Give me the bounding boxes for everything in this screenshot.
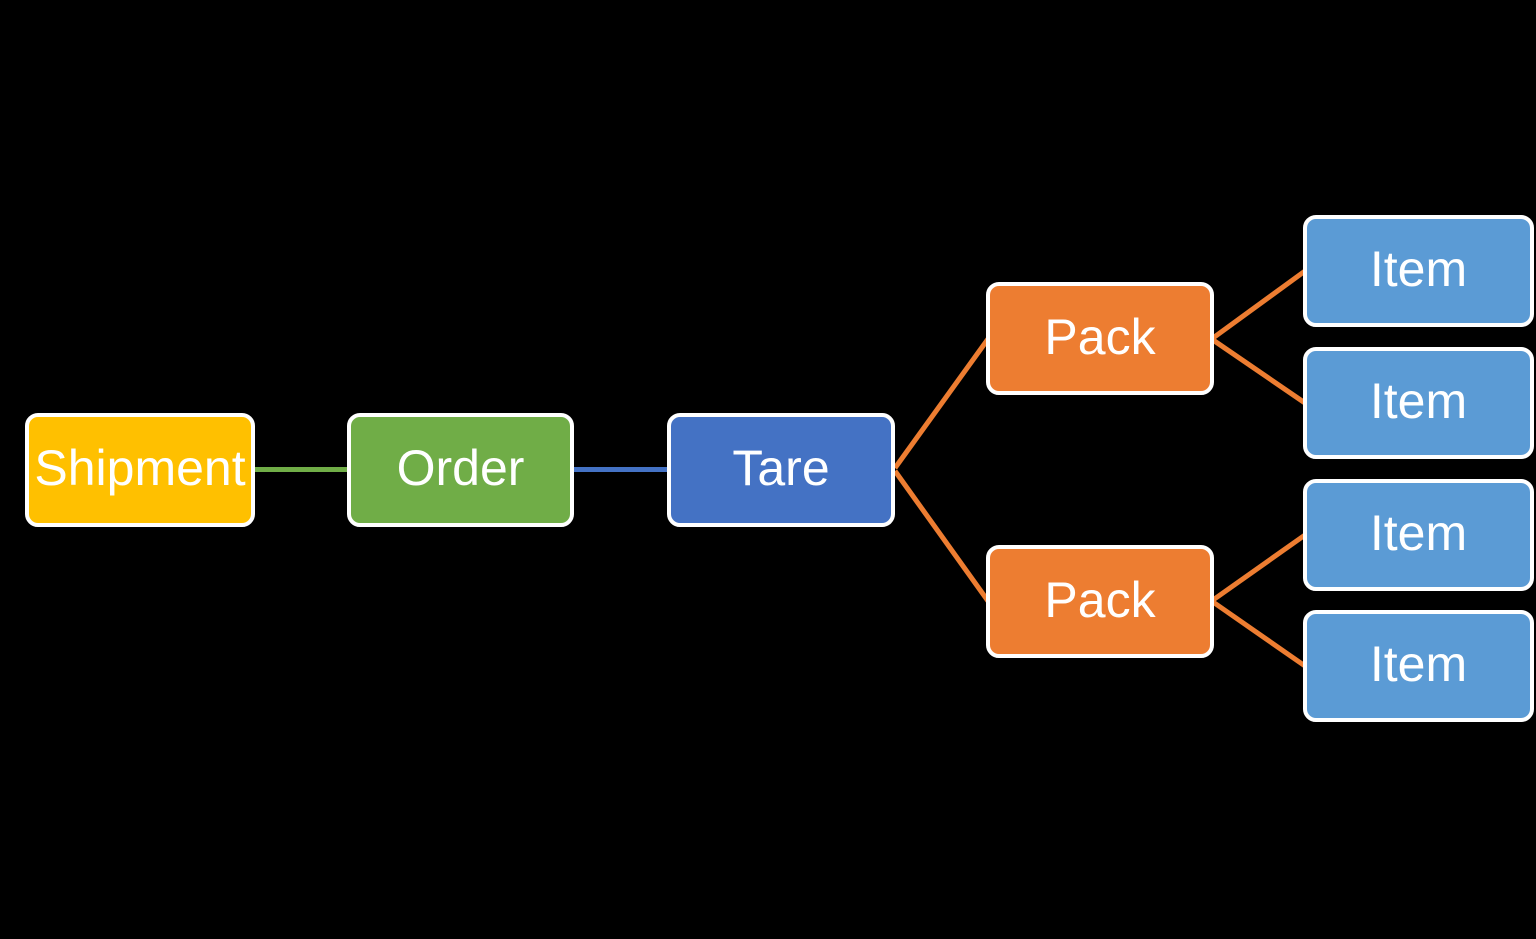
node-order-label: Order bbox=[396, 440, 525, 496]
node-item-2-label: Item bbox=[1369, 373, 1468, 429]
edge-tare-pack-2 bbox=[892, 469, 991, 603]
node-item-1: Item bbox=[1303, 215, 1534, 327]
node-tare: Tare bbox=[667, 413, 895, 527]
node-item-2: Item bbox=[1303, 347, 1534, 459]
node-pack-2-label: Pack bbox=[1044, 571, 1156, 628]
node-order: Order bbox=[347, 413, 574, 527]
node-pack-1-label: Pack bbox=[1044, 308, 1156, 365]
edge-pack-2-item-3 bbox=[1211, 532, 1307, 603]
node-item-3-label: Item bbox=[1369, 505, 1468, 561]
node-item-1-label: Item bbox=[1369, 241, 1468, 297]
node-shipment-label: Shipment bbox=[34, 440, 246, 496]
node-tare-label: Tare bbox=[732, 440, 830, 496]
edge-pack-2-item-4 bbox=[1211, 599, 1307, 669]
edge-pack-1-item-2 bbox=[1211, 337, 1307, 406]
node-pack-1: Pack bbox=[986, 282, 1214, 395]
node-item-4: Item bbox=[1303, 610, 1534, 722]
node-item-4-label: Item bbox=[1369, 636, 1468, 692]
node-shipment: Shipment bbox=[25, 413, 255, 527]
edge-pack-1-item-1 bbox=[1211, 268, 1307, 341]
node-item-3: Item bbox=[1303, 479, 1534, 591]
edge-tare-pack-1 bbox=[892, 337, 991, 470]
node-pack-2: Pack bbox=[986, 545, 1214, 658]
